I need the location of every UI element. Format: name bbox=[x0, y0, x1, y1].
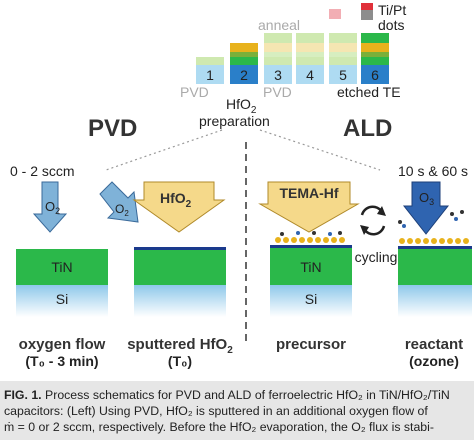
pulse-times-label: 10 s & 60 s bbox=[398, 163, 468, 179]
process-step-5: 5 bbox=[329, 9, 357, 84]
caption-line-1: FIG. 1. Process schematics for PVD and A… bbox=[4, 387, 470, 403]
o2-arrow-label: O2 bbox=[45, 199, 60, 216]
reactant-ozone-label: (ozone) bbox=[409, 353, 459, 369]
anneal-label: anneal bbox=[258, 17, 300, 33]
dotted-connector-left bbox=[105, 129, 223, 171]
pvd-right-label: PVD bbox=[263, 84, 292, 100]
si-substrate bbox=[16, 285, 108, 317]
si-label: Si bbox=[56, 291, 68, 307]
pvd-title: PVD bbox=[88, 115, 137, 142]
sputtered-time: (T₀) bbox=[168, 353, 192, 369]
ald-panel-precursor: TEMA-Hf TiN Si precursor bbox=[258, 181, 360, 353]
precursor-molecules bbox=[275, 231, 345, 243]
o2-arrow-down bbox=[32, 181, 68, 233]
hfo2-film bbox=[270, 245, 352, 248]
process-step-6: 6 bbox=[361, 3, 389, 84]
hfo2-film bbox=[398, 246, 472, 249]
tin-label: TiN bbox=[51, 259, 72, 275]
step-label-6: 6 bbox=[371, 67, 379, 83]
si-label: Si bbox=[305, 291, 317, 307]
process-step-3: 3 bbox=[264, 33, 292, 84]
reactant-label: reactant bbox=[405, 336, 463, 353]
si-substrate bbox=[398, 285, 472, 317]
cycling-label: cycling bbox=[355, 249, 398, 265]
caption-line-2: capacitors: (Left) Using PVD, HfO₂ is sp… bbox=[4, 404, 428, 418]
hfo2-film bbox=[134, 247, 226, 250]
cycling-icon bbox=[360, 205, 386, 236]
process-step-4: 4 bbox=[296, 33, 324, 84]
pvd-left-label: PVD bbox=[180, 84, 209, 100]
step-label-3: 3 bbox=[274, 67, 282, 83]
o3-arrow bbox=[402, 181, 450, 235]
tin-layer bbox=[16, 249, 108, 285]
reactant-molecules bbox=[398, 210, 469, 244]
si-substrate bbox=[270, 285, 352, 317]
pvd-panel-oxygen-flow: 0 - 2 sccm O2 TiN Si oxygen flow (T₀ - 3… bbox=[10, 163, 108, 369]
oxygen-flow-time: (T₀ - 3 min) bbox=[25, 353, 98, 369]
o2-arrow-diagonal bbox=[99, 181, 139, 223]
caption-text-1: Process schematics for PVD and ALD of fe… bbox=[45, 388, 450, 402]
ald-panel-reactant: 10 s & 60 s O3 reactant (ozone) bbox=[398, 163, 472, 369]
step-label-4: 4 bbox=[306, 67, 314, 83]
process-step-1: 1 bbox=[196, 57, 224, 84]
tema-hf-label: TEMA-Hf bbox=[279, 185, 338, 201]
hfo2-arrow bbox=[132, 181, 226, 233]
oxygen-flow-label: oxygen flow bbox=[19, 336, 106, 353]
tin-layer bbox=[270, 248, 352, 285]
ald-title: ALD bbox=[343, 115, 392, 142]
sputtered-hfo2-label: sputtered HfO2 bbox=[127, 336, 233, 356]
tin-label: TiN bbox=[300, 259, 321, 275]
hfo2-prep-label: HfO2 bbox=[226, 96, 257, 116]
tema-hf-arrow bbox=[258, 181, 360, 233]
step-label-2: 2 bbox=[240, 67, 248, 83]
precursor-label: precursor bbox=[276, 336, 346, 353]
step-label-5: 5 bbox=[339, 67, 347, 83]
process-step-2: 2 bbox=[230, 43, 258, 84]
etched-te-label: etched TE bbox=[337, 84, 401, 100]
process-flow: 1 2 3 4 bbox=[180, 2, 406, 129]
flow-rate-label: 0 - 2 sccm bbox=[10, 163, 75, 179]
caption-line-3: ṁ = 0 or 2 sccm, respectively. Before th… bbox=[4, 420, 434, 434]
o2-diag-label: O2 bbox=[115, 202, 129, 218]
tin-layer bbox=[134, 250, 226, 285]
dotted-connector-right bbox=[259, 129, 381, 171]
dots-label: dots bbox=[378, 17, 404, 33]
pvd-panel-sputtered: O2 HfO2 sputtered HfO2 (T₀) bbox=[99, 181, 233, 369]
o3-arrow-label: O3 bbox=[419, 190, 434, 207]
caption-label: FIG. 1. bbox=[4, 388, 42, 402]
si-substrate bbox=[134, 285, 226, 317]
preparation-label: preparation bbox=[199, 113, 270, 129]
figure-caption: FIG. 1. Process schematics for PVD and A… bbox=[0, 381, 474, 440]
step-label-1: 1 bbox=[206, 67, 214, 83]
tin-layer bbox=[398, 249, 472, 285]
hfo2-arrow-label: HfO2 bbox=[160, 190, 192, 210]
process-schematic-figure: 1 2 3 4 bbox=[10, 2, 472, 369]
ti-pt-label: Ti/Pt bbox=[378, 2, 406, 18]
